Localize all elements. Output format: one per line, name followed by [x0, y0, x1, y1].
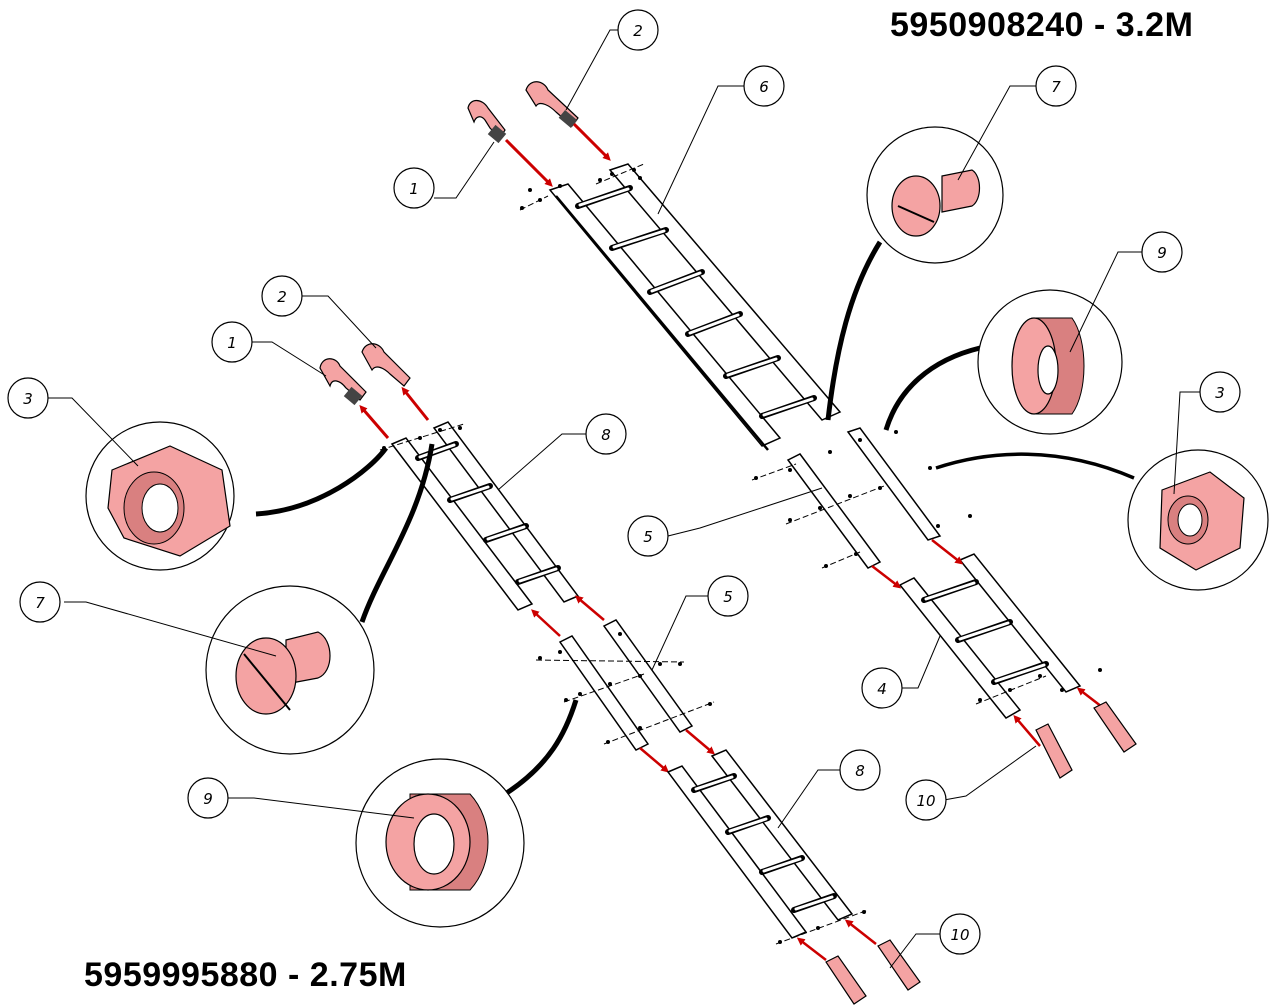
- callout-4: 4: [861, 667, 903, 709]
- callout-bubbles: 1 2 6 7 9 3 5 4 10 1 2 3 8 7 5 9 8 10: [7, 9, 1241, 955]
- hook-part-2-lower: [361, 343, 411, 387]
- nut-detail-upper: [935, 449, 1269, 591]
- washer-icon: [1011, 317, 1085, 415]
- bolt-centerlines-upper: [519, 163, 1047, 705]
- hook-part-1-lower: [319, 358, 367, 406]
- svg-text:9: 9: [203, 790, 213, 808]
- callout-9-lower: 9: [187, 777, 229, 819]
- assembly-arrow: [871, 565, 902, 589]
- svg-text:2: 2: [633, 22, 643, 40]
- assembly-arrow: [574, 595, 605, 621]
- svg-text:7: 7: [35, 594, 45, 612]
- bolt-detail-upper: [825, 126, 1004, 421]
- ladder-section-part-4: [898, 553, 1082, 719]
- callout-6: 6: [743, 65, 785, 107]
- foot-bracket-part-10-lower: [825, 939, 921, 1005]
- hex-nut-icon: [107, 445, 231, 557]
- callout-7-upper: 7: [1035, 65, 1077, 107]
- callout-3-lower: 3: [7, 377, 49, 419]
- bolt-dots-upper: [520, 168, 1102, 702]
- callout-8-top: 8: [585, 413, 627, 455]
- nut-detail-lower: [85, 421, 389, 571]
- svg-text:10: 10: [950, 926, 969, 944]
- svg-text:9: 9: [1157, 244, 1167, 262]
- ladder-section-part-6: [548, 163, 842, 451]
- hook-part-2-upper: [525, 81, 579, 128]
- svg-text:1: 1: [409, 180, 419, 198]
- assembly-arrow: [931, 539, 964, 565]
- callout-5-lower: 5: [707, 575, 749, 617]
- assembly-arrow: [685, 729, 716, 755]
- foot-bracket-part-10-upper: [1035, 701, 1137, 779]
- lower-ladder-assembly: [319, 343, 921, 1005]
- svg-text:5: 5: [723, 588, 733, 606]
- callout-8-bottom: 8: [839, 749, 881, 791]
- hook-part-1-upper: [467, 99, 507, 144]
- callout-1-upper: 1: [393, 167, 435, 209]
- bolt-icon: [235, 631, 331, 715]
- bolt-detail-lower: [205, 443, 435, 755]
- assembly-arrow: [844, 919, 877, 945]
- bolt-centerlines-lower: [379, 423, 869, 945]
- callout-2-upper: 2: [617, 9, 659, 51]
- assembly-arrow: [1013, 714, 1041, 747]
- splice-plate-part-5-upper: [786, 427, 942, 569]
- ladder-section-part-8-top: [390, 421, 580, 611]
- assembly-arrow: [504, 138, 553, 187]
- callout-2-lower: 2: [261, 275, 303, 317]
- callout-leaders: [48, 29, 1200, 969]
- assembly-arrow: [359, 404, 390, 439]
- svg-text:2: 2: [277, 288, 287, 306]
- washer-detail-lower: [355, 699, 579, 928]
- upper-ladder-assembly: [467, 81, 1137, 779]
- ladder-section-part-8-bottom: [666, 749, 854, 939]
- assembly-arrow: [531, 609, 561, 637]
- svg-text:8: 8: [855, 762, 865, 780]
- svg-text:4: 4: [877, 680, 887, 698]
- svg-text:3: 3: [23, 390, 33, 408]
- callout-10-upper: 10: [905, 779, 947, 821]
- bolt-icon: [891, 169, 981, 237]
- assembly-arrow: [639, 747, 670, 773]
- assembly-arrow: [401, 386, 430, 421]
- splice-plate-part-5-lower: [558, 619, 694, 751]
- callout-1-lower: 1: [211, 321, 253, 363]
- lower-ladder-title: 5959995880 - 2.75M: [84, 956, 407, 994]
- svg-text:8: 8: [601, 426, 611, 444]
- assembly-arrow: [796, 937, 827, 961]
- callout-5-upper: 5: [627, 515, 669, 557]
- svg-text:7: 7: [1051, 78, 1061, 96]
- assembly-arrow: [572, 122, 611, 161]
- washer-icon: [385, 793, 489, 891]
- callout-10-lower: 10: [939, 913, 981, 955]
- callout-9-upper: 9: [1141, 231, 1183, 273]
- svg-text:6: 6: [759, 78, 769, 96]
- hex-nut-icon: [1159, 471, 1245, 571]
- callout-3-upper: 3: [1199, 371, 1241, 413]
- svg-text:10: 10: [916, 792, 935, 810]
- svg-text:1: 1: [227, 334, 237, 352]
- upper-ladder-title: 5950908240 - 3.2M: [890, 6, 1194, 44]
- svg-text:3: 3: [1215, 384, 1225, 402]
- svg-text:5: 5: [643, 528, 653, 546]
- washer-detail-upper: [883, 289, 1123, 435]
- callout-7-lower: 7: [19, 581, 61, 623]
